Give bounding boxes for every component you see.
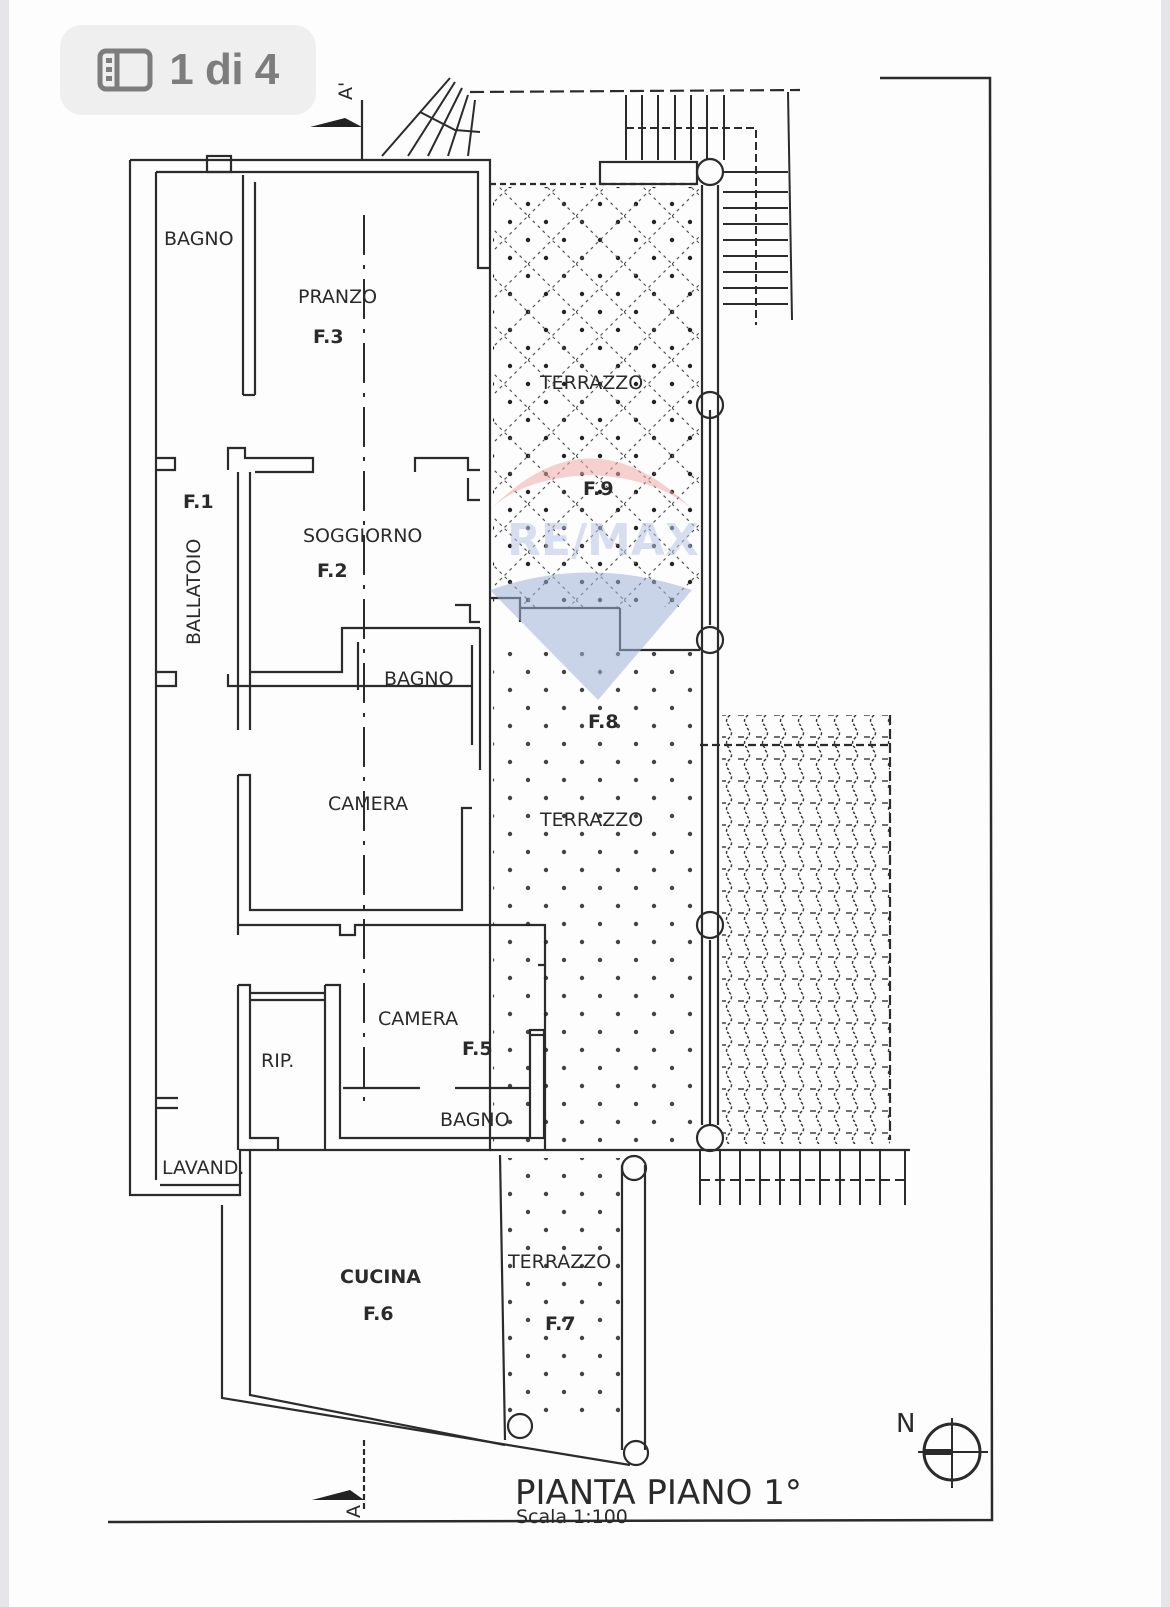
room-label-camera-1: CAMERA — [328, 793, 408, 815]
room-label-f3: F.3 — [313, 326, 344, 348]
room-label-bagno-low: BAGNO — [440, 1109, 510, 1131]
plan-scale: Scala 1:100 — [516, 1506, 628, 1528]
page-counter-badge[interactable]: 1 di 4 — [60, 25, 316, 115]
section-label-bottom: A — [343, 1505, 365, 1518]
sidebar-thumbnails-icon — [97, 48, 153, 92]
remax-watermark: RE/MAX — [488, 458, 699, 700]
section-label-top: A' — [335, 82, 357, 100]
room-labels: BAGNO PRANZO F.3 TERRAZZO F.9 F.1 BALLAT… — [162, 228, 643, 1335]
room-label-rip: RIP. — [261, 1050, 294, 1072]
room-label-ballatoio: BALLATOIO — [183, 539, 205, 645]
room-label-f6: F.6 — [363, 1303, 394, 1325]
room-label-pranzo: PRANZO — [298, 286, 377, 308]
room-label-terrazzo-mid: TERRAZZO — [539, 809, 643, 831]
room-label-f8: F.8 — [588, 711, 619, 733]
svg-text:RE/MAX: RE/MAX — [507, 515, 699, 566]
north-arrow-icon — [918, 1418, 988, 1488]
room-label-bagno-mid: BAGNO — [384, 668, 454, 690]
room-label-camera-2: CAMERA — [378, 1008, 458, 1030]
room-label-f5: F.5 — [462, 1038, 493, 1060]
plan-title: PIANTA PIANO 1° — [515, 1473, 802, 1513]
room-label-lavand: LAVAND. — [162, 1157, 244, 1179]
room-label-f7: F.7 — [545, 1313, 576, 1335]
room-label-bagno-top: BAGNO — [164, 228, 234, 250]
room-label-terrazzo-low: TERRAZZO — [507, 1251, 611, 1273]
room-label-soggiorno: SOGGIORNO — [303, 525, 422, 547]
room-label-f9: F.9 — [583, 478, 614, 500]
page-counter-text: 1 di 4 — [169, 45, 279, 94]
room-label-f1: F.1 — [183, 491, 214, 513]
north-label: N — [896, 1409, 915, 1439]
room-label-f2: F.2 — [317, 560, 348, 582]
room-label-terrazzo-top: TERRAZZO — [539, 372, 643, 394]
room-label-cucina: CUCINA — [340, 1266, 421, 1288]
